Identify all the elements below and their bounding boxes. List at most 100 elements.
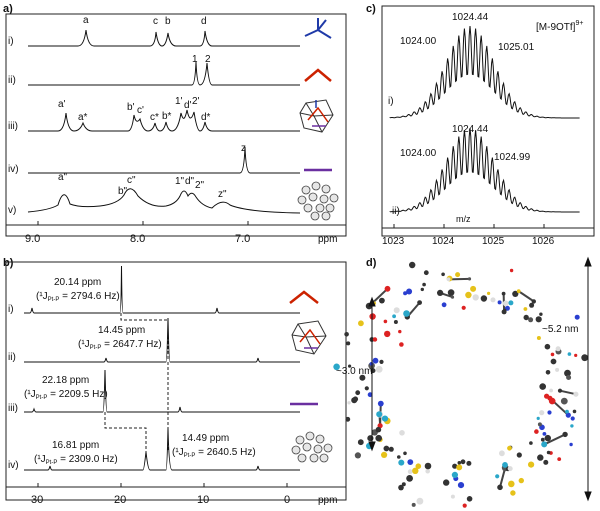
atom <box>518 477 524 484</box>
coupling-b-iv-b: (¹JPt-P = 2640.5 Hz) <box>172 447 256 459</box>
ms-i-peak-right: 1025.01 <box>498 42 535 53</box>
atom <box>381 415 389 422</box>
peak-label-1: 1 <box>192 54 198 65</box>
peak-label-z: z <box>241 143 246 154</box>
panel-c-xlabel: m/z <box>456 214 471 224</box>
panel-c-label: c) <box>366 3 376 15</box>
atom <box>461 305 466 310</box>
isotope-envelope-ii <box>389 127 580 213</box>
atom <box>472 294 479 301</box>
atom <box>346 341 351 346</box>
panel-c-tick-label: 1023 <box>382 236 405 247</box>
cluster-cage-icon <box>297 181 339 221</box>
panel-b-label: b) <box>3 257 14 269</box>
atom <box>384 330 391 338</box>
atom <box>452 463 458 469</box>
dim-large-label: ~5.2 nm <box>542 324 578 335</box>
atom <box>570 424 574 428</box>
panel-d-label: d) <box>366 257 377 269</box>
atom <box>457 482 465 489</box>
isotope-trace <box>389 127 580 213</box>
atom <box>437 289 444 296</box>
atom <box>383 319 388 324</box>
atom <box>466 496 473 502</box>
atom <box>401 482 406 487</box>
atom <box>570 416 575 421</box>
atom <box>544 343 551 350</box>
nmr-trace-i <box>28 29 300 47</box>
panel-b-axis-unit: ppm <box>318 495 337 506</box>
atom <box>359 374 366 381</box>
coupling-b-i: (¹JPt-P = 2794.6 Hz) <box>36 291 120 303</box>
atom <box>529 302 535 308</box>
atom <box>523 307 528 311</box>
atom <box>467 277 472 281</box>
atom <box>425 468 431 474</box>
atom <box>372 357 379 364</box>
atom <box>557 457 562 461</box>
bond <box>518 290 535 303</box>
atom <box>566 375 572 380</box>
atom <box>565 409 569 414</box>
panel-b-tick-label: 20 <box>114 494 126 506</box>
nmr-trace-ii <box>28 61 300 86</box>
atom <box>455 272 461 278</box>
atom <box>352 396 359 402</box>
atom <box>393 320 398 324</box>
trace-a-i-label: i) <box>8 36 14 47</box>
atom <box>512 290 519 297</box>
atom <box>565 412 571 418</box>
peak-label-a-dprime: a" <box>58 172 68 183</box>
atom <box>407 459 414 465</box>
atom <box>555 367 560 372</box>
bond <box>543 433 566 446</box>
atom <box>470 285 477 292</box>
trace-a-ii-label: ii) <box>8 75 16 86</box>
peak-label-1-dprime: 1" <box>175 176 185 187</box>
panel-b-tick-label: 0 <box>284 494 290 506</box>
peak-label-c-prime: c' <box>137 105 144 116</box>
dimension-arrow-small <box>368 296 376 452</box>
panel-c-tick-label: 1025 <box>482 236 505 247</box>
peak-label-a-star: a* <box>78 112 88 123</box>
atom <box>333 363 340 371</box>
ms-ii-peak-main: 1024.44 <box>452 124 489 135</box>
peak-label-b: b <box>165 16 171 27</box>
peak-label-d: d <box>201 16 207 27</box>
atom <box>536 416 540 420</box>
atom <box>345 416 351 422</box>
atom <box>531 299 536 304</box>
atom <box>347 401 351 405</box>
atom <box>528 317 534 323</box>
atom <box>398 484 404 491</box>
trace-a-iv-label: iv) <box>8 164 19 175</box>
atom <box>393 307 400 314</box>
shift-b-iv-a: 16.81 ppm <box>52 440 99 451</box>
atom <box>534 429 539 434</box>
panel-c-frame <box>381 5 595 237</box>
peak-label-c: c <box>153 16 158 27</box>
atom <box>562 431 568 438</box>
atom <box>450 295 455 299</box>
atom <box>567 352 572 356</box>
atom <box>372 337 378 342</box>
p-nmr-trace-iii <box>24 369 300 413</box>
ms-i-peak-left: 1024.00 <box>400 36 437 47</box>
atom <box>377 400 384 407</box>
peak-label-c-star: c* <box>150 112 159 123</box>
nmr-trace-iv <box>28 146 300 174</box>
atom <box>529 441 533 445</box>
atom <box>509 268 514 273</box>
atom <box>528 461 535 468</box>
atom <box>502 462 508 468</box>
atom <box>381 451 388 458</box>
atom <box>536 336 541 340</box>
atom <box>462 503 467 508</box>
atom <box>495 474 500 479</box>
atom <box>447 289 455 296</box>
dim-small-label: ~3.0 nm <box>336 366 372 377</box>
atom <box>510 490 516 496</box>
coupling-b-iv-a: (¹JPt-P = 2309.0 Hz) <box>34 454 118 466</box>
atom <box>564 369 571 377</box>
bond <box>559 389 577 396</box>
